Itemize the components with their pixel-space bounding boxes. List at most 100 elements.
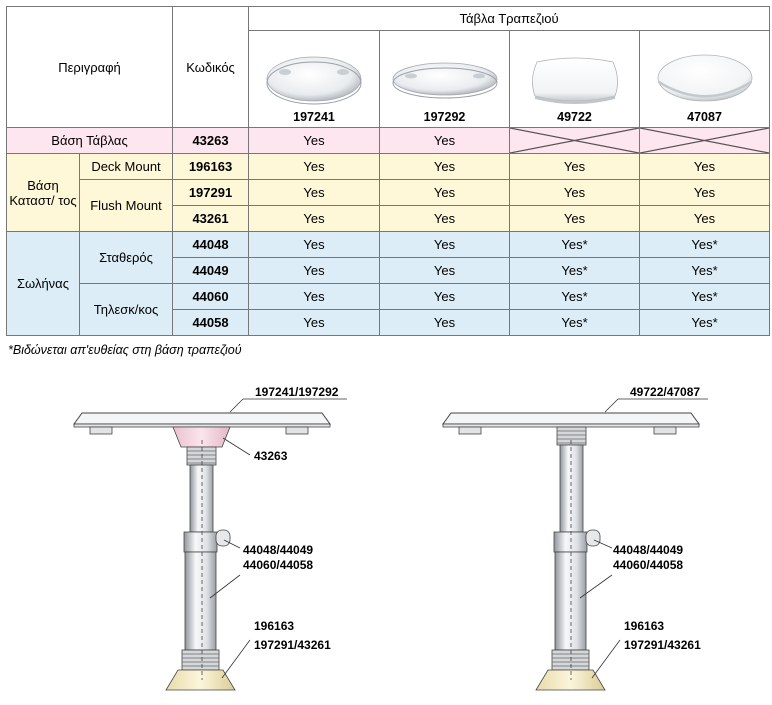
right-mount-label: 197291/43261 (624, 638, 701, 652)
table-row: 43261 Yes Yes Yes Yes (7, 205, 771, 232)
right-mount-label: 196163 (624, 619, 664, 633)
deck-mount-base-shape (165, 669, 236, 691)
support-pad (89, 426, 113, 435)
left-mount-label: 196163 (254, 619, 294, 633)
upper-pipe-shape (189, 464, 214, 533)
lower-thread-shape (551, 649, 590, 671)
top-column-197292: 197292 (379, 30, 511, 128)
table-row: Τηλεσκ/κος 44060 Yes Yes Yes* Yes* (7, 283, 771, 336)
cell: Yes (379, 231, 511, 258)
row-code: 43263 (172, 127, 250, 154)
subgroup-label: Σταθερός (78, 231, 174, 284)
top-code: 49722 (557, 110, 592, 124)
row-code: 197291 (172, 179, 250, 206)
cell: Yes* (509, 283, 641, 310)
cell: Yes* (639, 257, 771, 284)
lower-pipe-shape (554, 551, 587, 651)
table-row: Flush Mount 197291 Yes Yes Yes Yes (7, 179, 771, 232)
top-code: 197241 (293, 110, 335, 124)
cell: Yes (639, 205, 771, 232)
clamp-knob-shape (215, 529, 231, 547)
support-pad (653, 426, 677, 435)
lower-thread-shape (181, 649, 220, 671)
row-code: 44048 (172, 231, 250, 258)
round-table-top-image (266, 56, 362, 105)
cell: Yes (379, 179, 511, 206)
cell: Yes (379, 153, 511, 180)
table-row: 44049 Yes Yes Yes* Yes* (7, 257, 771, 284)
cell: Yes (509, 179, 641, 206)
not-applicable-cell (639, 127, 771, 154)
left-top-label: 197241/197292 (255, 385, 339, 399)
cell: Yes (379, 257, 511, 284)
square-table-top-image (531, 57, 618, 104)
oval-white-table-top-image (657, 54, 752, 102)
left-pipe-label: 44060/44058 (243, 558, 313, 572)
right-top-label: 49722/47087 (630, 385, 700, 399)
support-pad (285, 426, 309, 435)
left-mount-label: 197291/43261 (254, 638, 331, 652)
clamp-collar-shape (183, 531, 218, 553)
group-label: Βάση Καταστ/ τος (6, 153, 80, 232)
cell: Yes (379, 309, 511, 336)
cell: Yes (509, 205, 641, 232)
top-code: 47087 (687, 110, 722, 124)
table-row: Σωλήνας Σταθερός 44048 Yes Yes Yes* Yes* (6, 231, 771, 336)
top-code: 197292 (423, 110, 466, 124)
cross-mark (640, 128, 769, 153)
cell: Yes (248, 179, 381, 206)
cross-mark (510, 128, 639, 153)
thread-shape (186, 446, 217, 466)
table-row: Βάση Καταστ/ τος Deck Mount 196163 Yes Y… (6, 153, 771, 232)
deck-mount-base-shape (535, 669, 606, 691)
cell: Yes* (509, 309, 641, 336)
left-base-adapter-label: 43263 (254, 449, 288, 463)
left-assembly: 197241/197292 43263 44048/44049 44060/44… (73, 385, 347, 691)
support-pad (458, 426, 482, 435)
cell: Yes (639, 153, 771, 180)
code-header: Κωδικός (172, 6, 250, 128)
table-top-header: Τάβλα Τραπεζιού (248, 6, 771, 31)
row-code: 43261 (172, 205, 250, 232)
cell: Yes (248, 257, 381, 284)
left-pipe-label: 44048/44049 (243, 543, 313, 557)
cell: Yes (248, 309, 381, 336)
cell: Yes (639, 179, 771, 206)
subgroup-label: Flush Mount (78, 179, 174, 232)
cell: Yes* (509, 257, 641, 284)
lower-pipe-shape (184, 551, 217, 651)
footnote: *Βιδώνεται απ'ευθείας στη βάση τραπεζιού (8, 343, 242, 357)
table-base-adapter-shape (172, 426, 231, 448)
cell: Yes (248, 283, 381, 310)
cell: Yes (379, 205, 511, 232)
clamp-knob-shape (585, 529, 601, 547)
cell: Yes* (639, 283, 771, 310)
right-assembly: 49722/47087 44048/44049 44060/44058 1961… (442, 385, 708, 691)
table-row: 44058 Yes Yes Yes* Yes* (7, 309, 771, 336)
right-pipe-label: 44048/44049 (613, 543, 683, 557)
row-code: 44058 (172, 309, 250, 336)
upper-pipe-shape (559, 444, 584, 533)
row-label: Βάση Τάβλας (5, 127, 174, 154)
cell: Yes* (639, 309, 771, 336)
cell: Yes (248, 231, 381, 258)
not-applicable-cell (509, 127, 641, 154)
top-column-47087: 47087 (639, 30, 771, 128)
cell: Yes (379, 283, 511, 310)
cell: Yes (248, 127, 381, 154)
table-top-shape (442, 412, 700, 425)
cell: Yes (509, 153, 641, 180)
row-code: 196163 (172, 153, 250, 180)
cell: Yes (248, 205, 381, 232)
row-code: 44049 (172, 257, 250, 284)
group-label: Σωλήνας (6, 231, 80, 336)
assembly-diagram: 197241/197292 43263 44048/44049 44060/44… (73, 385, 708, 691)
cell: Yes* (509, 231, 641, 258)
row-code: 44060 (172, 283, 250, 310)
top-column-49722: 49722 (509, 30, 641, 128)
cell: Yes* (639, 231, 771, 258)
top-column-197241: 197241 (248, 30, 381, 128)
cell: Yes (379, 127, 511, 154)
cell: Yes (248, 153, 381, 180)
table-row: Βάση Τάβλας 43263 Yes Yes (5, 127, 771, 154)
